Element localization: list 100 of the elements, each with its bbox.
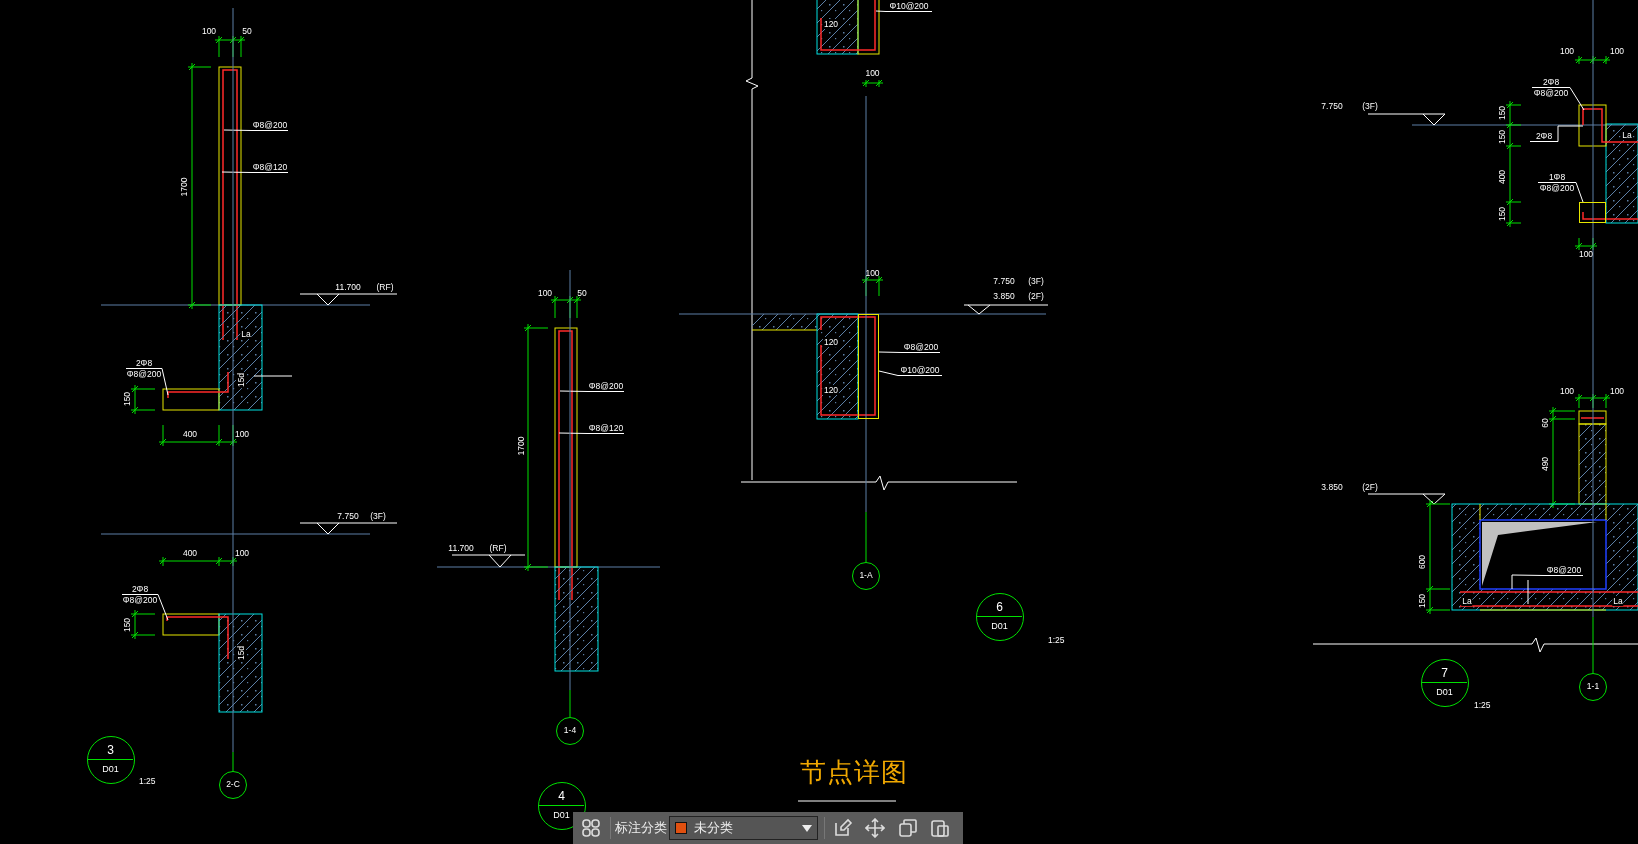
dimension-text: 100 — [201, 26, 217, 36]
annotation-text: La — [240, 329, 252, 339]
elevation-text: 7.750 — [1321, 101, 1343, 111]
rebar-label: Φ8@120 — [588, 423, 624, 434]
rebar-label: Φ10@200 — [898, 365, 942, 376]
dimension-text: 1700 — [179, 177, 189, 197]
rebar-label: Φ8@200 — [588, 381, 624, 392]
annotation-text: 120 — [822, 337, 840, 347]
sheet-number: D01 — [990, 620, 1009, 633]
leader-line — [1511, 574, 1546, 590]
dimension-text: 400 — [182, 429, 198, 439]
rebar-label: Φ8@200 — [1538, 183, 1576, 193]
drawing-title: 节点详图 — [800, 756, 908, 789]
dimension-text: 100 — [537, 288, 553, 298]
elevation-text: (RF) — [489, 543, 507, 553]
dimension-text: 1700 — [516, 436, 526, 456]
annotation-text: 120 — [822, 385, 840, 395]
elevation-text: 3.850 — [993, 291, 1015, 301]
dimension-text: 150 — [1497, 206, 1507, 222]
dimension-text: 100 — [865, 268, 880, 278]
dimension-text: 100 — [1559, 46, 1575, 56]
elevation-text: 11.700 — [448, 543, 474, 553]
elevation-text: 7.750 — [993, 276, 1015, 286]
sheet-number: D01 — [552, 809, 571, 822]
dimension-text: 50 — [577, 288, 587, 298]
dimension-text: 400 — [1497, 169, 1507, 185]
dimension-text: 150 — [1497, 129, 1507, 145]
leader-line — [878, 370, 899, 376]
detail-number: 6 — [995, 600, 1004, 614]
elevation-text: (3F) — [1362, 101, 1378, 111]
leader-line — [157, 594, 169, 621]
elevation-text: (3F) — [370, 511, 386, 521]
annotation-text: La — [1461, 596, 1473, 606]
rebar-label: 2Φ8 — [126, 358, 162, 369]
dimension-text: 100 — [1578, 249, 1594, 259]
dimension-text: 100 — [1609, 46, 1625, 56]
annotation-text: 120 — [822, 19, 840, 29]
toolbar-label: 标注分类 — [615, 820, 667, 836]
rebar-label: Φ10@200 — [886, 1, 932, 12]
annotation-text: 15d — [236, 371, 246, 389]
dimension-text: 100 — [1559, 386, 1575, 396]
rebar-label: Φ8@200 — [122, 595, 158, 605]
rebar-label: 2Φ8 — [1530, 131, 1558, 142]
rebar-label: 1Φ8 — [1538, 172, 1576, 183]
section-outline — [858, 314, 879, 419]
elevation-text: 11.700 — [335, 282, 361, 292]
elevation-text: (3F) — [1028, 276, 1044, 286]
dimension-text: 600 — [1417, 554, 1427, 570]
rebar-label: Φ8@120 — [252, 162, 288, 173]
dimension-text: 50 — [242, 26, 252, 36]
axis-line — [569, 269, 571, 718]
detail-number: 4 — [557, 789, 566, 803]
leader-line — [558, 432, 589, 434]
dimension-text: 490 — [1540, 456, 1550, 472]
leader-line — [221, 171, 253, 173]
dimension-text: 150 — [1417, 593, 1427, 609]
elevation-text: (2F) — [1028, 291, 1044, 301]
dimension-text: 100 — [234, 548, 250, 558]
sheet-number: D01 — [1435, 686, 1454, 699]
dimension-text: 100 — [865, 68, 880, 78]
rebar-label: Φ8@200 — [1532, 88, 1570, 98]
dimension-text: 150 — [122, 391, 132, 407]
rebar-label: Φ8@200 — [252, 120, 288, 131]
leader-line — [559, 390, 589, 392]
dimension-text: 150 — [1497, 105, 1507, 121]
scale-label: 1:25 — [1048, 635, 1065, 645]
annotation-text: La — [1612, 596, 1624, 606]
leader-line — [1575, 182, 1584, 203]
leader-line — [878, 351, 903, 353]
annotation-text: La — [1621, 130, 1633, 140]
elevation-text: (RF) — [376, 282, 394, 292]
elevation-text: (2F) — [1362, 482, 1378, 492]
dimension-text: 150 — [122, 617, 132, 633]
rebar-label: Φ8@200 — [1545, 565, 1583, 576]
section-outline — [1579, 202, 1606, 223]
elevation-text: 3.850 — [1321, 482, 1343, 492]
rebar-label: 2Φ8 — [122, 584, 158, 595]
detail-number: 3 — [106, 743, 115, 757]
leader-line — [223, 129, 253, 131]
sheet-number: D01 — [101, 763, 120, 776]
category-dropdown: 未分类 — [669, 816, 818, 840]
annotation-text: 15d — [236, 644, 246, 662]
rebar-label: Φ8@200 — [902, 342, 940, 353]
leader-line — [1569, 87, 1585, 111]
leader-line — [161, 368, 169, 396]
rebar-label: Φ8@200 — [126, 369, 162, 379]
scale-label: 1:25 — [139, 776, 156, 786]
leader-line — [875, 10, 887, 12]
scale-label: 1:25 — [1474, 700, 1491, 710]
axis-line — [232, 7, 234, 772]
elevation-text: 7.750 — [337, 511, 359, 521]
rebar-label: 2Φ8 — [1532, 77, 1570, 88]
dimension-text: 400 — [182, 548, 198, 558]
dimension-text: 100 — [1609, 386, 1625, 396]
dimension-text: 100 — [234, 429, 250, 439]
axis-line — [1592, 0, 1594, 674]
dimension-text: 60 — [1540, 418, 1550, 428]
leader-line — [1557, 125, 1584, 142]
detail-number: 7 — [1440, 666, 1449, 680]
axis-line — [865, 95, 867, 563]
